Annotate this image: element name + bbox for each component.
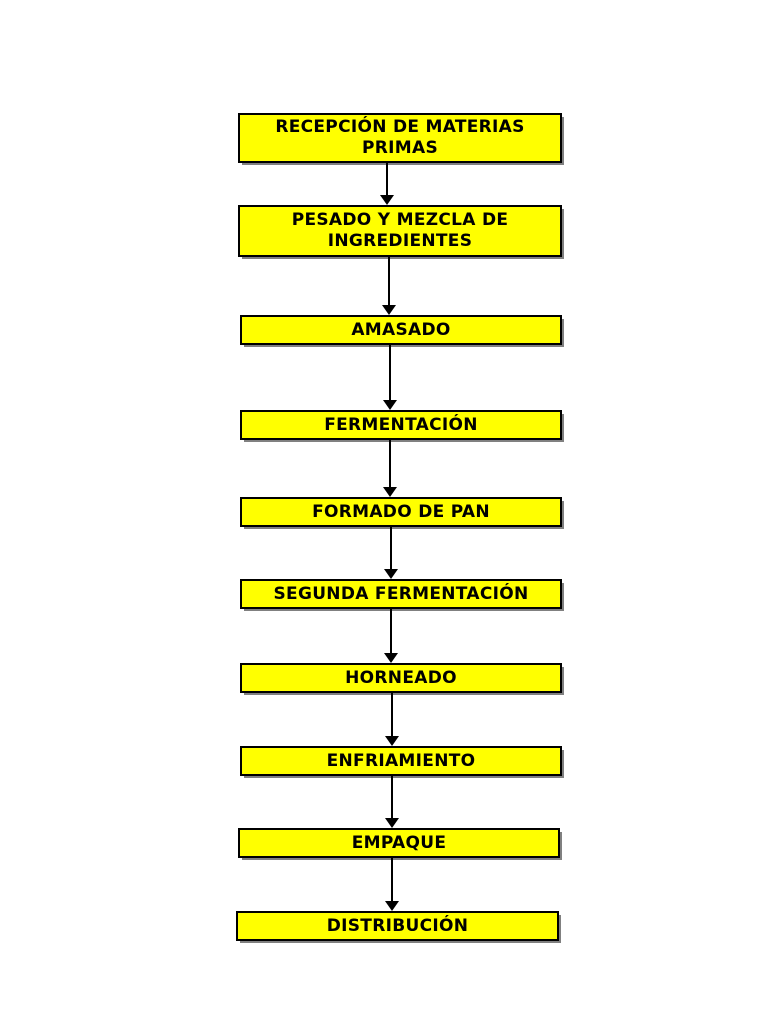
arrow-shaft [391,858,393,903]
flow-step-horneado: HORNEADO [240,663,562,693]
flow-step-fermentacion: FERMENTACIÓN [240,410,562,440]
flow-step-label: PESADO Y MEZCLA DE INGREDIENTES [291,210,509,251]
flow-arrow-9 [385,858,399,911]
flow-step-label: EMPAQUE [351,832,447,853]
arrow-shaft [391,776,393,820]
arrow-shaft [389,345,391,402]
flow-arrow-3 [383,345,397,410]
flow-arrow-1 [380,163,394,205]
flow-arrow-2 [382,257,396,315]
arrow-shaft [386,163,388,197]
flow-arrow-6 [384,609,398,663]
flow-arrow-7 [385,693,399,746]
arrow-shaft [390,527,392,571]
arrowhead-down-icon [384,569,398,579]
arrow-shaft [389,440,391,489]
flow-step-recepcion-de-materias-primas: RECEPCIÓN DE MATERIAS PRIMAS [238,113,562,163]
arrowhead-down-icon [383,487,397,497]
flow-step-label: DISTRIBUCIÓN [326,915,469,936]
arrowhead-down-icon [382,305,396,315]
flow-step-label: HORNEADO [345,667,457,688]
arrowhead-down-icon [385,818,399,828]
arrowhead-down-icon [380,195,394,205]
flow-step-enfriamiento: ENFRIAMIENTO [240,746,562,776]
arrowhead-down-icon [384,653,398,663]
arrowhead-down-icon [385,736,399,746]
flow-step-segunda-fermentacion: SEGUNDA FERMENTACIÓN [240,579,562,609]
flow-step-label: RECEPCIÓN DE MATERIAS PRIMAS [275,117,525,158]
arrowhead-down-icon [385,901,399,911]
flow-arrow-8 [385,776,399,828]
flow-step-formado-de-pan: FORMADO DE PAN [240,497,562,527]
flow-arrow-5 [384,527,398,579]
arrowhead-down-icon [383,400,397,410]
flow-step-empaque: EMPAQUE [238,828,560,858]
flow-step-distribucion: DISTRIBUCIÓN [236,911,559,941]
flow-step-label: AMASADO [351,319,451,340]
flow-step-label: SEGUNDA FERMENTACIÓN [273,583,529,604]
arrow-shaft [391,693,393,738]
arrow-shaft [388,257,390,307]
flow-step-label: FERMENTACIÓN [324,414,478,435]
flow-step-pesado-y-mezcla-de-ingredientes: PESADO Y MEZCLA DE INGREDIENTES [238,205,562,257]
flow-arrow-4 [383,440,397,497]
flow-step-label: FORMADO DE PAN [312,501,490,522]
flow-step-label: ENFRIAMIENTO [326,750,476,771]
flow-step-amasado: AMASADO [240,315,562,345]
arrow-shaft [390,609,392,655]
